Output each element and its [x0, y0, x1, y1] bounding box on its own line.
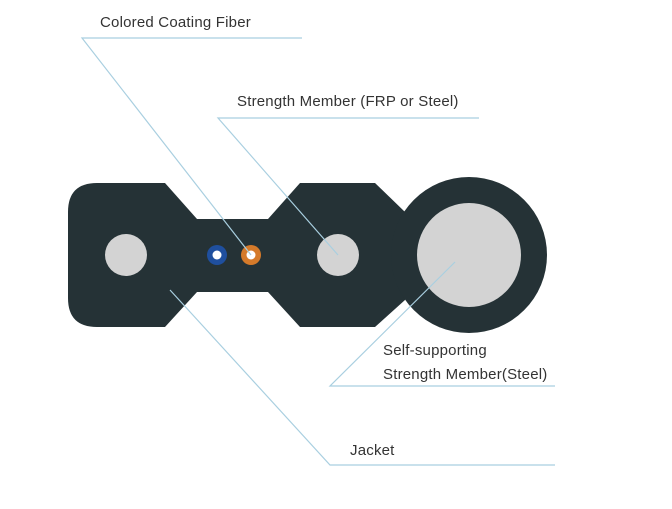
leader-line-colored-coating-fiber: [80, 37, 302, 256]
blue-fiber-core: [212, 250, 222, 260]
self-supporting-strength-member: [417, 203, 521, 307]
leader-line-strength-member: [216, 117, 479, 256]
jacket-body: [68, 183, 405, 327]
label-strength-member: Strength Member (FRP or Steel): [237, 93, 459, 110]
label-jacket: Jacket: [350, 442, 395, 459]
leader-line-self-supporting: [328, 261, 555, 387]
leader-line-jacket: [169, 289, 555, 466]
label-colored-coating-fiber: Colored Coating Fiber: [100, 14, 251, 31]
label-self-supporting-line2: Strength Member(Steel): [383, 366, 548, 383]
left-strength-member: [105, 234, 147, 276]
label-self-supporting-line1: Self-supporting: [383, 342, 487, 359]
